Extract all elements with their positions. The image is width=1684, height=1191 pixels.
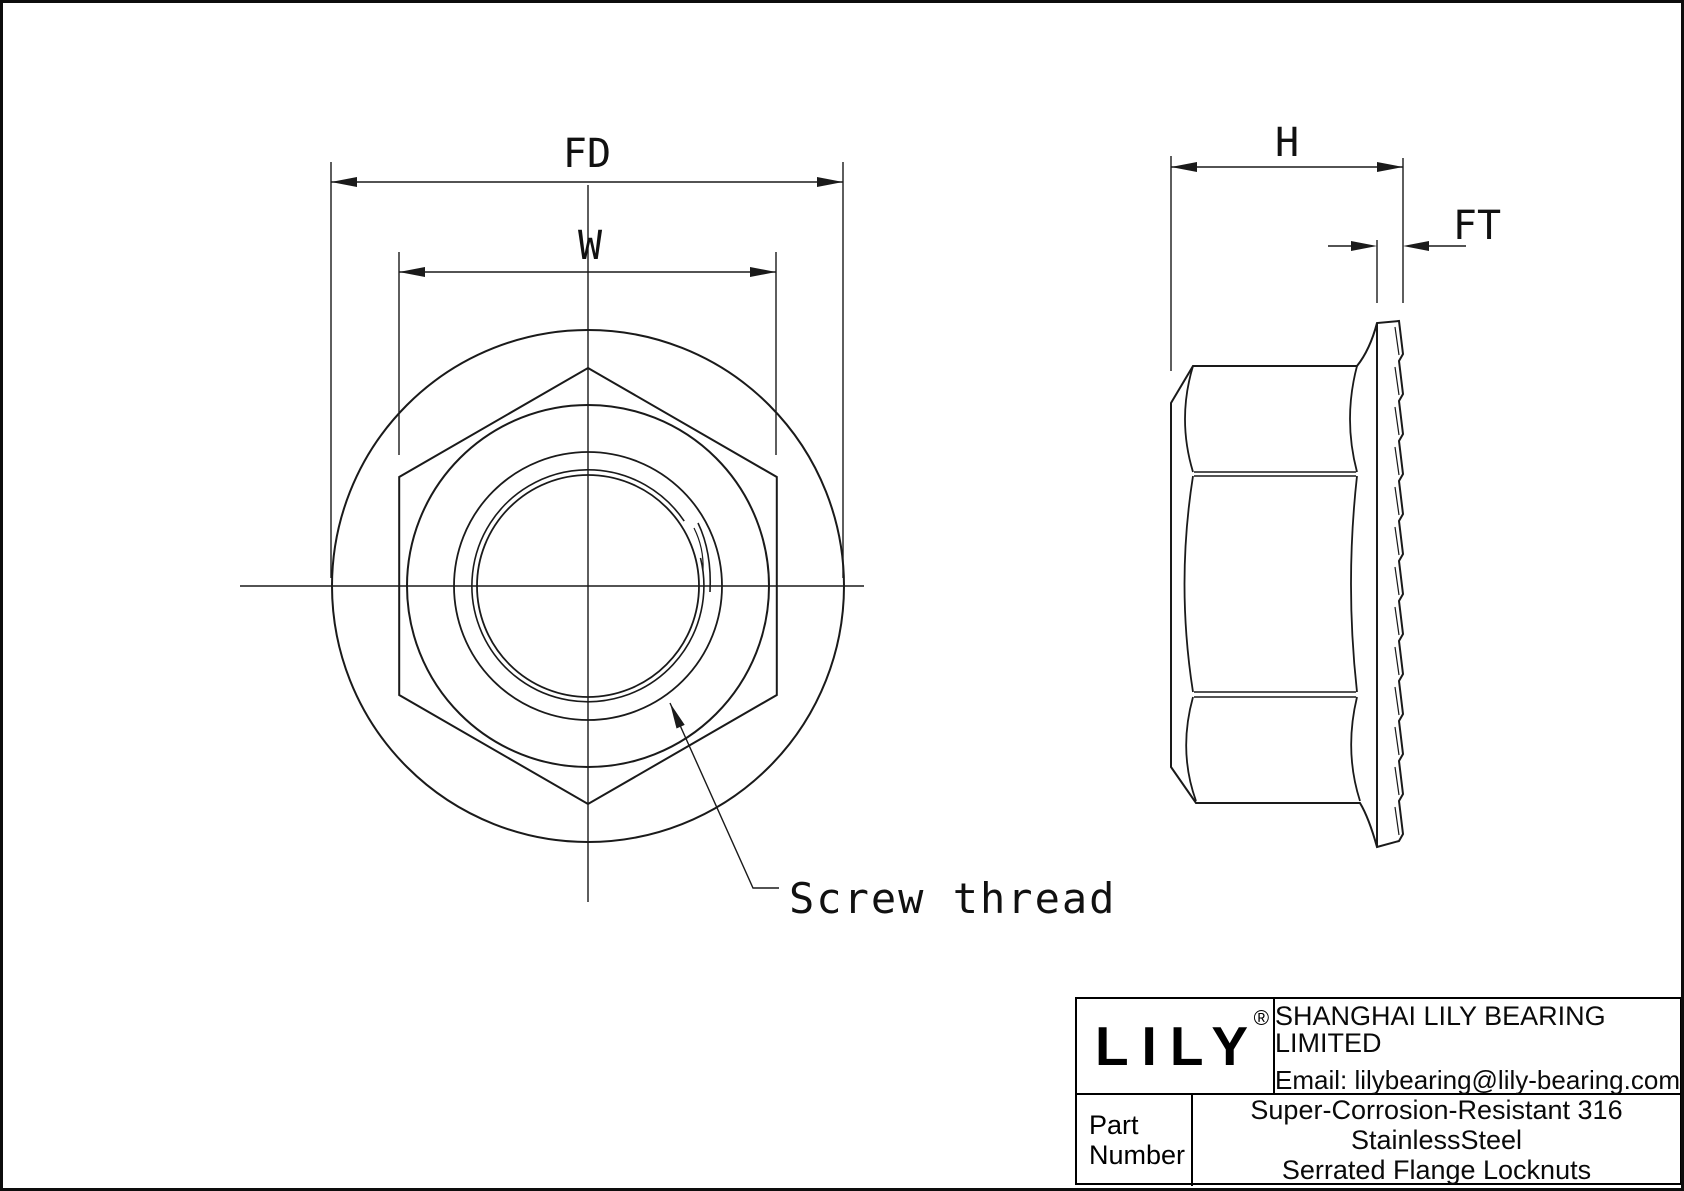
thread-minor-circle	[476, 474, 700, 698]
registered-trademark-icon: ®	[1253, 1006, 1270, 1030]
part-description-line2: Serrated Flange Locknuts	[1281, 1155, 1592, 1186]
part-number-label: Part Number	[1089, 1110, 1186, 1171]
screw-thread-leader	[669, 702, 779, 889]
hex-face-curves-left	[1183, 365, 1197, 802]
company-cell: SHANGHAI LILY BEARING LIMITED Email: lil…	[1275, 999, 1680, 1095]
washer-face-circle	[453, 451, 723, 721]
dim-h	[1170, 156, 1404, 371]
thread-runout-spiral	[697, 522, 712, 593]
lily-logo: LILY	[1094, 1014, 1262, 1077]
screw-thread-note: Screw thread	[789, 874, 1117, 923]
logo-cell: LILY®	[1077, 999, 1275, 1093]
part-description-line1: Super-Corrosion-Resistant 316 StainlessS…	[1250, 1095, 1623, 1156]
dim-label-w: W	[577, 223, 603, 269]
front-view	[240, 162, 864, 902]
title-block: LILY® SHANGHAI LILY BEARING LIMITED Emai…	[1075, 997, 1682, 1186]
part-number-label-cell: Part Number	[1077, 1095, 1193, 1186]
side-outline	[1170, 319, 1405, 849]
dim-label-fd: FD	[562, 131, 612, 177]
company-name: SHANGHAI LILY BEARING LIMITED	[1275, 1001, 1606, 1058]
thread-runout-spiral-2	[693, 527, 704, 571]
flange-circle	[331, 329, 845, 843]
title-block-row-top: LILY® SHANGHAI LILY BEARING LIMITED Emai…	[1077, 999, 1680, 1095]
hex-face-divisions	[1194, 471, 1356, 698]
hex-face-curves-right	[1349, 365, 1361, 802]
serration-echo-lines	[1394, 326, 1400, 836]
dim-label-ft: FT	[1452, 203, 1502, 249]
side-view	[1170, 156, 1466, 849]
dim-ft	[1328, 240, 1466, 303]
dim-fd	[330, 162, 844, 578]
title-block-row-bottom: Part Number Super-Corrosion-Resistant 31…	[1077, 1095, 1680, 1186]
dim-w	[398, 252, 777, 455]
company-email: Email: lilybearing@lily-bearing.com	[1275, 1065, 1680, 1095]
dim-label-h: H	[1274, 120, 1300, 166]
hex-outline	[398, 366, 778, 806]
thread-major-arc	[471, 468, 705, 703]
chamfer-circle	[406, 404, 770, 768]
part-description-cell: Super-Corrosion-Resistant 316 StainlessS…	[1193, 1095, 1680, 1186]
